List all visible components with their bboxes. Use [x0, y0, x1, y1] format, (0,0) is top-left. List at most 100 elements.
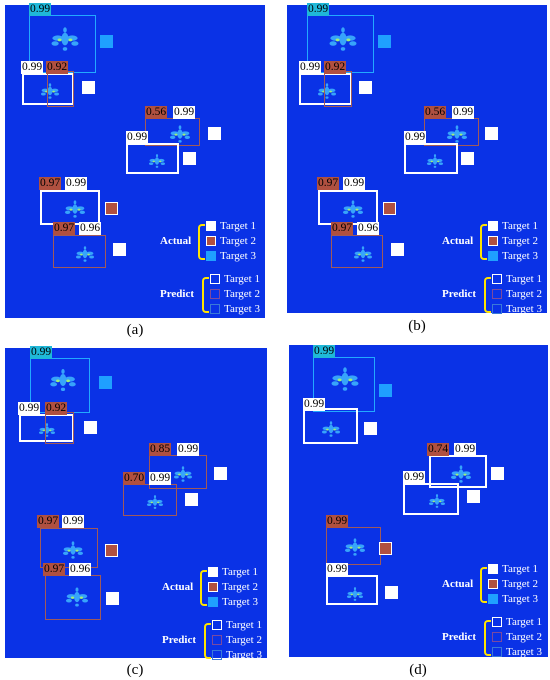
actual-marker-target1 [461, 152, 474, 165]
pred-box-target2 [40, 528, 98, 568]
target-signature-blob [65, 200, 85, 218]
legend-swatch [210, 289, 220, 299]
target-signature-blob [174, 466, 192, 482]
target-signature-blob [66, 587, 88, 607]
legend-brace [480, 567, 487, 603]
pred-box-target1 [303, 408, 358, 444]
legend-text: Target 3 [506, 646, 542, 658]
legend-brace [480, 224, 487, 260]
legend-swatch [492, 289, 502, 299]
target-signature-blob [343, 200, 363, 218]
legend: Actual Target 1 Target 2 Target 3 Predic… [160, 220, 265, 315]
pred-box-target2 [45, 412, 74, 444]
actual-marker-target1 [84, 421, 97, 434]
panel-caption-c: (c) [126, 662, 144, 678]
score-label: 0.99 [126, 131, 149, 144]
score-label: 0.99 [454, 443, 477, 456]
legend-brace [204, 623, 211, 659]
actual-marker-target3 [99, 376, 112, 389]
target-signature-blob [41, 83, 59, 99]
score-label: 0.99 [299, 61, 322, 74]
legend-text: Target 1 [506, 616, 542, 628]
pred-box-target2 [324, 71, 352, 107]
actual-marker-target1 [359, 81, 372, 94]
score-label: 0.85 [149, 443, 172, 456]
target-signature-blob [427, 154, 443, 168]
legend-swatch [208, 597, 218, 607]
legend-swatch [488, 236, 498, 246]
legend-text: Target 1 [224, 273, 260, 285]
legend-text: Target 1 [220, 220, 256, 232]
legend-brace [484, 620, 491, 656]
legend-text: Target 2 [506, 288, 542, 300]
score-label: 0.92 [45, 402, 68, 415]
target-signature-blob [429, 494, 445, 508]
score-label: 0.99 [30, 346, 53, 359]
legend-brace [198, 224, 205, 260]
legend-text: Target 3 [224, 303, 260, 315]
actual-marker-target1 [391, 243, 404, 256]
legend-swatch [206, 236, 216, 246]
legend-swatch [488, 564, 498, 574]
legend-text: Target 2 [502, 235, 538, 247]
legend-brace [200, 570, 207, 606]
legend-swatch [488, 221, 498, 231]
actual-marker-target1 [491, 467, 504, 480]
score-label: 0.99 [326, 515, 349, 528]
panel-a: 0.99 0.99 0.92 0.56 0.99 0.99 0.97 0.99 … [5, 3, 265, 318]
legend-text: Target 2 [502, 578, 538, 590]
actual-marker-target3 [378, 35, 391, 48]
score-label: 0.99 [303, 398, 326, 411]
score-label: 0.70 [123, 472, 146, 485]
actual-marker-target1 [208, 127, 221, 140]
actual-marker-target1 [385, 586, 398, 599]
target-signature-blob [50, 368, 76, 392]
target-signature-blob [354, 246, 372, 262]
pred-box-target2 [424, 118, 479, 146]
pred-box-target1 [126, 143, 179, 174]
score-label: 0.99 [149, 472, 172, 485]
pred-box-target2 [45, 575, 101, 620]
score-label: 0.97 [37, 515, 60, 528]
legend-text: Target 3 [502, 250, 538, 262]
pred-box-target1 [326, 575, 378, 605]
actual-marker-target2 [105, 544, 118, 557]
pred-box-target2 [47, 71, 74, 107]
score-label: 0.97 [317, 177, 340, 190]
legend-actual-label: Actual [442, 578, 474, 590]
legend-text: Target 3 [226, 649, 262, 661]
score-label: 0.96 [357, 222, 380, 235]
actual-marker-target1 [82, 81, 95, 94]
legend: Actual Target 1 Target 2 Target 3 Predic… [442, 563, 547, 658]
legend: Actual Target 1 Target 2 Target 3 Predic… [442, 220, 547, 315]
legend-text: Target 1 [502, 220, 538, 232]
pred-box-target2 [145, 118, 200, 146]
legend-text: Target 1 [222, 566, 258, 578]
legend-swatch [492, 274, 502, 284]
legend-text: Target 2 [220, 235, 256, 247]
panel-c: 0.99 0.99 0.92 0.85 0.99 0.70 0.99 0.97 … [5, 346, 267, 661]
actual-marker-target2 [383, 202, 396, 215]
legend-text: Target 1 [226, 619, 262, 631]
pred-box-target1 [404, 143, 458, 174]
legend-swatch [208, 567, 218, 577]
pred-box-target1 [403, 483, 459, 515]
score-label: 0.56 [145, 106, 168, 119]
score-label: 0.97 [43, 563, 66, 576]
target-signature-blob [147, 495, 163, 509]
target-signature-blob [447, 125, 467, 143]
score-label: 0.96 [69, 563, 92, 576]
actual-marker-target1 [364, 422, 377, 435]
score-label: 0.99 [21, 61, 44, 74]
legend-text: Target 3 [502, 593, 538, 605]
legend-swatch [212, 650, 222, 660]
legend-text: Target 1 [502, 563, 538, 575]
legend-swatch [208, 582, 218, 592]
legend-text: Target 3 [220, 250, 256, 262]
score-label: 0.97 [39, 177, 62, 190]
score-label: 0.92 [324, 61, 347, 74]
legend-swatch [488, 251, 498, 261]
actual-marker-target1 [113, 243, 126, 256]
pred-box-target1 [40, 190, 100, 225]
actual-marker-target1 [485, 127, 498, 140]
